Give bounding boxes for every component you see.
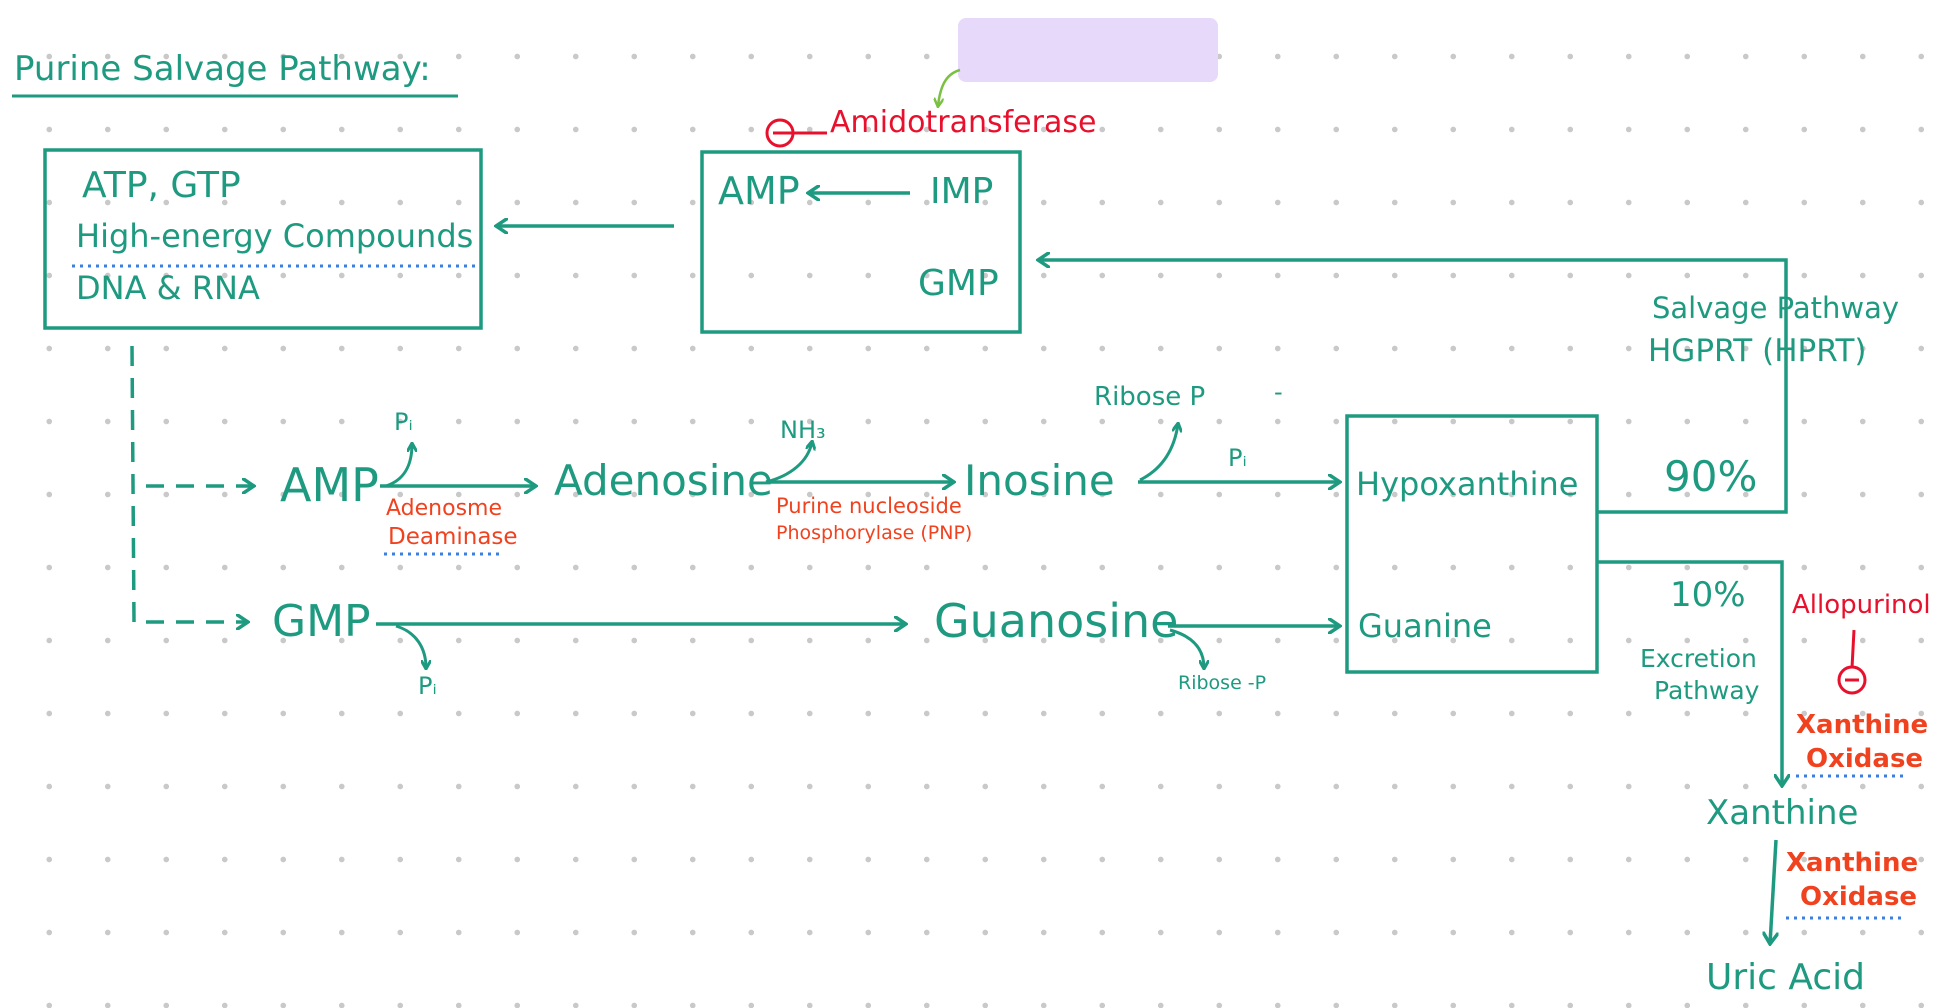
base-hypoxanthine: Hypoxanthine bbox=[1356, 465, 1579, 503]
enzyme-pnp-1: Purine nucleoside bbox=[776, 494, 962, 518]
enzyme-pnp-2: Phosphorylase (PNP) bbox=[776, 522, 973, 544]
highlight-arrow bbox=[938, 68, 961, 106]
excretion-label-1: Excretion bbox=[1640, 644, 1757, 673]
highlight-box bbox=[958, 18, 1218, 82]
arrow-xanthine-uric bbox=[1770, 839, 1776, 944]
branch-pi-1 bbox=[385, 444, 412, 488]
energy-line-1: ATP, GTP bbox=[82, 165, 241, 206]
xanthine-label: Xanthine bbox=[1706, 793, 1859, 833]
branch-ribose-p-2 bbox=[1169, 628, 1204, 668]
row1-dash: - bbox=[1274, 378, 1283, 406]
enzyme-amidotransferase: Amidotransferase bbox=[830, 105, 1097, 140]
energy-box bbox=[43, 148, 483, 330]
box-gmp: GMP bbox=[918, 263, 999, 304]
salvage-arrow bbox=[1038, 260, 1788, 514]
xo2-line1: Xanthine bbox=[1786, 848, 1919, 878]
row1-ribose-p: Ribose P bbox=[1094, 382, 1206, 412]
row2-guanosine: Guanosine bbox=[934, 594, 1179, 648]
salvage-label-1: Salvage Pathway bbox=[1652, 291, 1899, 325]
row1-amp: AMP bbox=[280, 458, 379, 512]
branch-pi-2 bbox=[395, 624, 426, 668]
allopurinol-inhibit-circle bbox=[1837, 665, 1867, 695]
uric-acid-label: Uric Acid bbox=[1706, 957, 1866, 998]
bases-box bbox=[1345, 414, 1599, 674]
salvage-label-2: HGPRT (HPRT) bbox=[1648, 333, 1867, 369]
xo1-line1: Xanthine bbox=[1796, 710, 1929, 740]
nucleotide-box bbox=[700, 150, 1022, 334]
box-imp: IMP bbox=[930, 171, 994, 212]
enzyme-deaminase-1: Adenosme bbox=[386, 496, 502, 521]
excretion-arrow bbox=[1597, 560, 1782, 786]
row1-pi-2: Pᵢ bbox=[1228, 444, 1247, 472]
allopurinol-label: Allopurinol bbox=[1792, 590, 1931, 620]
energy-line-3: DNA & RNA bbox=[76, 269, 260, 307]
enzyme-deaminase-2: Deaminase bbox=[388, 524, 518, 550]
page-title: Purine Salvage Pathway: bbox=[14, 49, 431, 89]
excretion-label-2: Pathway bbox=[1654, 676, 1760, 705]
box-amp: AMP bbox=[718, 169, 800, 213]
row1-nh3: NH₃ bbox=[780, 416, 826, 444]
row2-ribose-p: Ribose -P bbox=[1178, 672, 1267, 694]
allopurinol-line bbox=[1850, 629, 1856, 669]
xo2-line2: Oxidase bbox=[1800, 882, 1918, 912]
dashed-vertical bbox=[130, 345, 136, 623]
branch-nh3 bbox=[765, 442, 812, 484]
row2-pi: Pᵢ bbox=[418, 672, 437, 700]
row1-adenosine: Adenosine bbox=[554, 456, 773, 505]
row1-inosine: Inosine bbox=[964, 456, 1115, 505]
pct-90: 90% bbox=[1664, 452, 1758, 501]
energy-line-2: High-energy Compounds bbox=[76, 217, 474, 255]
xo1-line2: Oxidase bbox=[1806, 744, 1924, 774]
row1-pi: Pᵢ bbox=[394, 408, 413, 436]
branch-ribose-p bbox=[1139, 424, 1178, 482]
row2-gmp: GMP bbox=[272, 596, 371, 647]
pct-10: 10% bbox=[1670, 575, 1746, 615]
base-guanine: Guanine bbox=[1358, 607, 1492, 645]
